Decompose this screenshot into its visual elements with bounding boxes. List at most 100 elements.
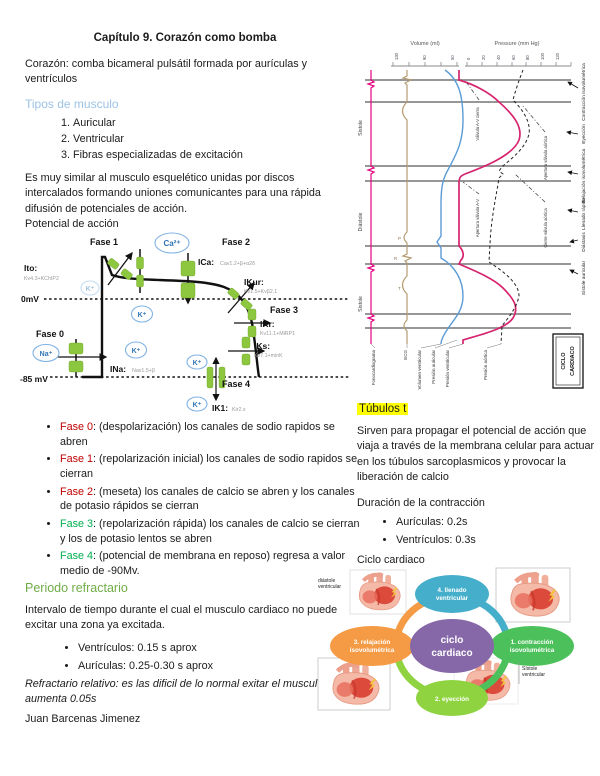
potassium-ion-bubble: K⁺ bbox=[80, 280, 100, 296]
author-footer: Juan Barcenas Jimenez bbox=[25, 713, 141, 725]
label-diastole-ventricular-line2: ventricular bbox=[318, 584, 341, 590]
aortic-valve-opens-label: Apertura válvula aórtica bbox=[543, 135, 548, 180]
pressure-tick: 60 bbox=[511, 55, 516, 60]
aortic-valve-closes-label: Cierre válvula aórtica bbox=[543, 208, 548, 248]
heading-tubulos-t: Túbulos t bbox=[357, 399, 409, 417]
ikr-sublabel: Kv11.1+MiRP1 bbox=[260, 331, 295, 337]
duracion-bullet: Ventrículos: 0.3s bbox=[396, 533, 596, 548]
zero-mv-label: 0mV bbox=[21, 294, 39, 304]
tubulos-paragraph: Sirven para propagar el potencial de acc… bbox=[357, 425, 595, 483]
curve-leader-lines bbox=[370, 339, 502, 349]
phase-boundary-lines bbox=[365, 79, 571, 329]
svg-text:isovolumétrica: isovolumétrica bbox=[350, 647, 395, 654]
fase-text: : (despolarización) los canales de sodio… bbox=[60, 421, 335, 448]
ventricular-pressure-curve bbox=[457, 70, 521, 344]
fase-text: : (repolarización inicial) los canales d… bbox=[60, 453, 358, 481]
potassium-ion-bubble: K⁺ bbox=[130, 305, 154, 323]
ecg-t-wave-letter: T bbox=[398, 286, 401, 291]
svg-text:ciclo: ciclo bbox=[441, 635, 464, 646]
potassium-channel-icon bbox=[136, 274, 144, 288]
axis-ticks bbox=[392, 62, 572, 66]
ito-sublabel: Kv4.3+KChIP2 bbox=[24, 276, 59, 282]
ik1-channel-icon bbox=[218, 366, 226, 389]
volume-tick: 130 bbox=[394, 52, 399, 60]
pressure-tick: 40 bbox=[496, 55, 501, 60]
pressure-tick: 20 bbox=[481, 55, 486, 60]
ciclo-cardiaco-box-inner bbox=[555, 336, 581, 386]
duracion-list: Aurículas: 0.2s Ventrículos: 0.3s bbox=[380, 515, 596, 550]
ikur-current-arrow bbox=[227, 282, 255, 314]
pressure-axis-title: Pressure (mm Hg) bbox=[495, 41, 540, 47]
phase-label-eyeccion: Eyección bbox=[581, 124, 587, 144]
svg-text:K⁺: K⁺ bbox=[132, 348, 141, 355]
svg-text:cardiaco: cardiaco bbox=[431, 648, 472, 659]
volume-tick: 90 bbox=[422, 55, 427, 60]
muscle-types-list: Auricular Ventricular Fibras especializa… bbox=[43, 117, 363, 165]
resting-mv-label: -85 mV bbox=[20, 374, 48, 384]
phase-label-diastasis: Diástasis bbox=[581, 232, 587, 252]
volume-axis-title: Volume (ml) bbox=[410, 41, 440, 47]
fase-bullet: Fase 0: (despolarización) los canales de… bbox=[60, 420, 360, 449]
refractario-list: Ventrículos: 0.15 s aprox Aurículas: 0.2… bbox=[62, 641, 338, 676]
svg-text:4. llenado: 4. llenado bbox=[437, 587, 466, 594]
iks-channel-icon bbox=[241, 353, 251, 366]
ik1-label: IK1: bbox=[212, 403, 228, 413]
stage-eyeccion: 2. eyección bbox=[416, 680, 488, 716]
svg-text:Na⁺: Na⁺ bbox=[40, 351, 53, 358]
heading-ciclo-cardiaco: Ciclo cardiaco bbox=[357, 554, 425, 566]
ica-label: ICa: bbox=[198, 257, 214, 267]
curve-label-presion-auricular: Presión auricular bbox=[431, 349, 436, 383]
heading-tipos-de-musculo: Tipos de musculo bbox=[25, 97, 119, 111]
svg-text:K⁺: K⁺ bbox=[86, 286, 95, 293]
volume-tick: 50 bbox=[450, 55, 455, 60]
cardiac-cycle-ring-diagram: 4. llenado ventricular 1. contracción is… bbox=[317, 567, 574, 716]
action-potential-diagram: 0mV -85 mV bbox=[20, 232, 350, 413]
label-diastole-ventricular-line1: diástole bbox=[318, 578, 335, 584]
iks-sublabel: Kv7.1+minK bbox=[254, 353, 283, 359]
fase-text: : (potencial de membrana en reposo) regr… bbox=[60, 550, 346, 578]
calcium-channel-icon bbox=[180, 260, 196, 277]
page-title: Capítulo 9. Corazón como bomba bbox=[93, 32, 277, 44]
stage-relajacion-isovolumetrica: 3. relajación isovolumétrica bbox=[330, 626, 414, 666]
fase-label: Fase 0 bbox=[60, 421, 94, 433]
heading-duracion: Duración de la contracción bbox=[357, 497, 485, 509]
av-valve-opens-label: Apertura válvula A-V bbox=[475, 199, 480, 237]
list-item: Auricular bbox=[73, 117, 363, 129]
ciclo-cardiaco-box bbox=[552, 333, 584, 389]
calcium-channel-icon bbox=[180, 282, 196, 299]
fase-text: : (meseta) los canales de calcio se abre… bbox=[60, 485, 355, 513]
av-valve-closes-label: Válvula A-V cierra bbox=[475, 107, 480, 141]
curve-label-presion-aortica: Presión aórtica bbox=[483, 350, 488, 381]
phase-label-contraccion-isovolumetrica: Contracción isovolumétrica bbox=[581, 63, 587, 121]
fase-bullet: Fase 4: (potencial de membrana en reposo… bbox=[60, 549, 360, 578]
list-item: Ventricular bbox=[73, 133, 363, 145]
svg-text:3. relajación: 3. relajación bbox=[354, 639, 391, 646]
fase3-label: Fase 3 bbox=[270, 305, 298, 315]
refractario-relativo-paragraph: Refractario relativo: es las dificil de … bbox=[25, 677, 345, 708]
phonocardiogram-curve bbox=[366, 70, 376, 344]
fase-label: Fase 1 bbox=[60, 453, 94, 466]
diastole-label: Diástole bbox=[358, 213, 364, 232]
ciclo-box-line1: CICLO bbox=[561, 352, 567, 370]
pressure-tick: 120 bbox=[555, 52, 560, 60]
similarity-paragraph: Es muy similar al musculo esquelético un… bbox=[25, 172, 321, 215]
ikr-channel-icon bbox=[247, 325, 257, 338]
ecg-p-wave-letter: P bbox=[398, 236, 401, 241]
fase-text: : (repolarización rápida) los canales de… bbox=[60, 518, 360, 545]
fase-bullet: Fase 2: (meseta) los canales de calcio s… bbox=[60, 485, 360, 514]
heading-periodo-refractario: Periodo refractario bbox=[25, 581, 128, 595]
ito-current-arrow bbox=[107, 251, 133, 286]
phase-label-sistole-auricular: Sístole auricular bbox=[581, 260, 587, 295]
fase-label: Fase 2 bbox=[60, 485, 94, 498]
refractario-paragraph: Intervalo de tiempo durante el cual el m… bbox=[25, 604, 338, 632]
iks-label: IKs: bbox=[254, 341, 270, 351]
label-sistole-ventricular-line2: ventricular bbox=[522, 672, 545, 678]
stage-contraccion-isovolumetrica: 1. contracción isovolumétrica bbox=[490, 626, 574, 666]
fase0-label: Fase 0 bbox=[36, 329, 64, 339]
svg-text:1. contracción: 1. contracción bbox=[511, 639, 554, 646]
fase2-label: Fase 2 bbox=[222, 237, 250, 247]
refractario-bullet: Ventrículos: 0.15 s aprox bbox=[78, 641, 338, 656]
ecg-curve bbox=[401, 70, 413, 344]
valve-leader-lines bbox=[462, 82, 546, 203]
systole-label: Sístole bbox=[358, 120, 364, 136]
